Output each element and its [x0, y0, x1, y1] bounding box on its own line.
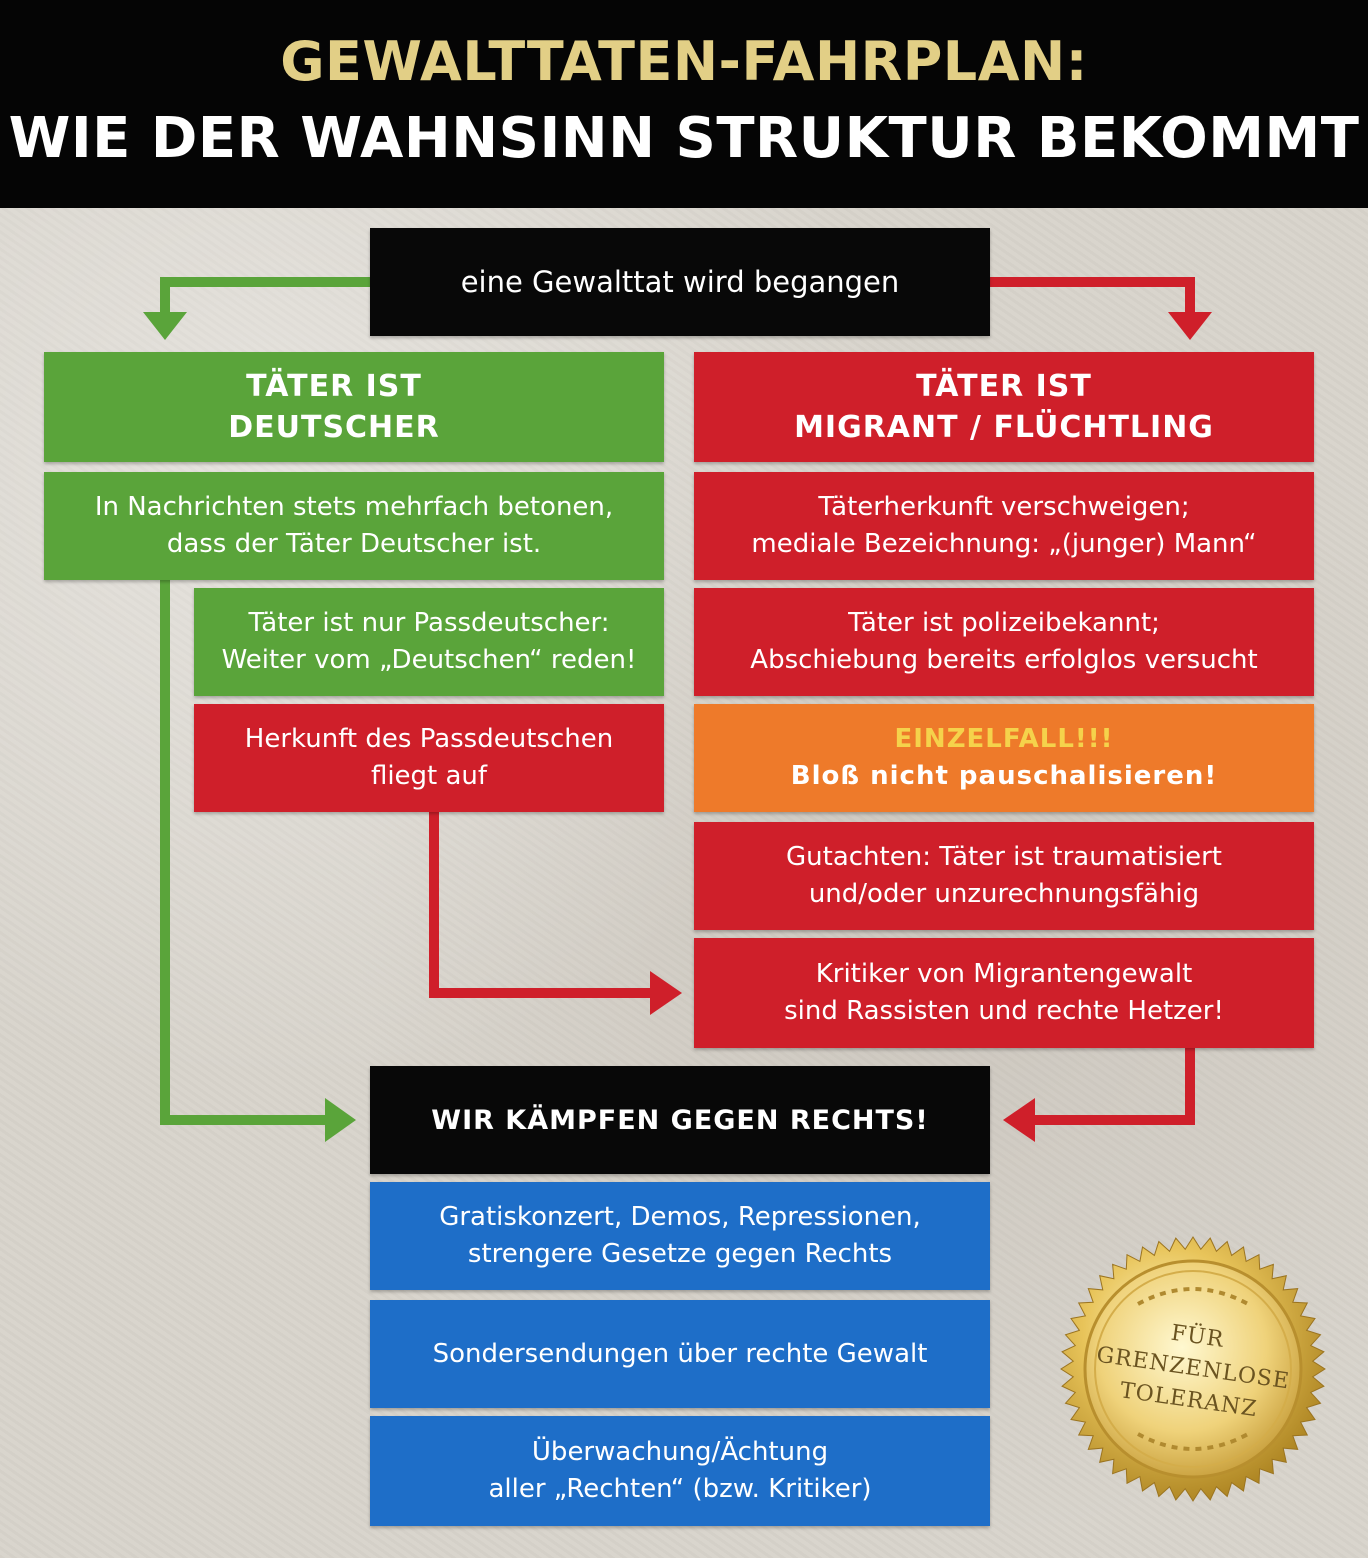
seal-badge-icon	[1060, 1236, 1326, 1502]
arrow-start-to-right	[990, 277, 1195, 318]
left-step-3-line-2: fliegt auf	[370, 761, 488, 791]
arrowhead-right-to-result	[1003, 1098, 1035, 1142]
seal-text: FÜR GRENZENLOSE TOLERANZ	[1041, 1217, 1346, 1522]
arrowhead-left-to-result	[325, 1098, 356, 1142]
result-heading: WIR KÄMPFEN GEGEN RECHTS!	[431, 1104, 929, 1136]
left-heading-line-1: TÄTER IST	[246, 369, 422, 404]
right-heading-line-1: TÄTER IST	[916, 369, 1092, 404]
right-step-2-line-2: Abschiebung bereits erfolglos versucht	[750, 645, 1258, 675]
left-step-1-line-1: In Nachrichten stets mehrfach betonen,	[94, 492, 614, 522]
result-item-1: Gratiskonzert, Demos, Repressionen, stre…	[370, 1182, 990, 1290]
right-step-1: Täterherkunft verschweigen; mediale Beze…	[694, 472, 1314, 580]
left-step-1: In Nachrichten stets mehrfach betonen, d…	[44, 472, 664, 580]
right-step-4-line-1: Gutachten: Täter ist traumatisiert	[786, 842, 1222, 872]
right-step-4: Gutachten: Täter ist traumatisiert und/o…	[694, 822, 1314, 930]
result-item-2-line-1: Sondersendungen über rechte Gewalt	[432, 1338, 928, 1369]
result-item-3-line-1: Überwachung/Ächtung	[531, 1437, 829, 1467]
right-step-2: Täter ist polizeibekannt; Abschiebung be…	[694, 588, 1314, 696]
right-step-5: Kritiker von Migrantengewalt sind Rassis…	[694, 938, 1314, 1048]
gold-seal: FÜR GRENZENLOSE TOLERANZ	[1058, 1234, 1328, 1504]
right-step-3-line-1: EINZELFALL!!!	[894, 724, 1114, 754]
left-heading-line-2: DEUTSCHER	[228, 410, 440, 445]
arrowhead-left-step3-to-right-step5	[650, 971, 682, 1015]
title-line-1: GEWALTTATEN-FAHRPLAN:	[280, 30, 1088, 93]
start-box: eine Gewalttat wird begangen	[370, 228, 990, 336]
result-item-3: Überwachung/Ächtung aller „Rechten“ (bzw…	[370, 1416, 990, 1526]
result-heading-box: WIR KÄMPFEN GEGEN RECHTS!	[370, 1066, 990, 1174]
arrow-left-step3-to-right-step5	[429, 812, 655, 998]
result-item-3-line-2: aller „Rechten“ (bzw. Kritiker)	[488, 1474, 872, 1504]
right-step-4-line-2: und/oder unzurechnungsfähig	[808, 879, 1200, 909]
arrow-start-to-left	[160, 277, 370, 318]
result-item-1-line-1: Gratiskonzert, Demos, Repressionen,	[439, 1202, 921, 1232]
arrowhead-start-to-left	[143, 312, 187, 340]
right-step-1-line-2: mediale Bezeichnung: „(junger) Mann“	[751, 529, 1257, 559]
right-step-5-line-2: sind Rassisten und rechte Hetzer!	[784, 996, 1224, 1026]
result-item-2: Sondersendungen über rechte Gewalt	[370, 1300, 990, 1408]
left-step-2-line-2: Weiter vom „Deutschen“ reden!	[221, 645, 637, 675]
right-heading-line-2: MIGRANT / FLÜCHTLING	[794, 410, 1214, 445]
arrow-left-to-result	[160, 580, 330, 1125]
left-heading-box: TÄTER IST DEUTSCHER	[44, 352, 664, 462]
left-step-2-line-1: Täter ist nur Passdeutscher:	[248, 608, 610, 638]
right-heading-box: TÄTER IST MIGRANT / FLÜCHTLING	[694, 352, 1314, 462]
left-step-1-line-2: dass der Täter Deutscher ist.	[166, 529, 542, 559]
right-step-2-line-1: Täter ist polizeibekannt;	[848, 608, 1160, 638]
title-line-2: WIE DER WAHNSINN STRUKTUR BEKOMMT	[8, 106, 1360, 171]
start-label: eine Gewalttat wird begangen	[460, 264, 900, 299]
right-step-5-line-1: Kritiker von Migrantengewalt	[815, 959, 1193, 989]
left-step-3: Herkunft des Passdeutschen fliegt auf	[194, 704, 664, 812]
right-step-3-line-2: Bloß nicht pauschalisieren!	[790, 761, 1218, 791]
result-item-1-line-2: strengere Gesetze gegen Rechts	[467, 1239, 893, 1269]
left-step-2: Täter ist nur Passdeutscher: Weiter vom …	[194, 588, 664, 696]
left-step-3-line-1: Herkunft des Passdeutschen	[244, 724, 614, 754]
arrowhead-start-to-right	[1168, 312, 1212, 340]
header-banner: GEWALTTATEN-FAHRPLAN: WIE DER WAHNSINN S…	[0, 0, 1368, 208]
arrow-right-to-result	[1030, 1048, 1195, 1125]
right-step-1-line-1: Täterherkunft verschweigen;	[818, 492, 1190, 522]
right-step-3: EINZELFALL!!! Bloß nicht pauschalisieren…	[694, 704, 1314, 812]
